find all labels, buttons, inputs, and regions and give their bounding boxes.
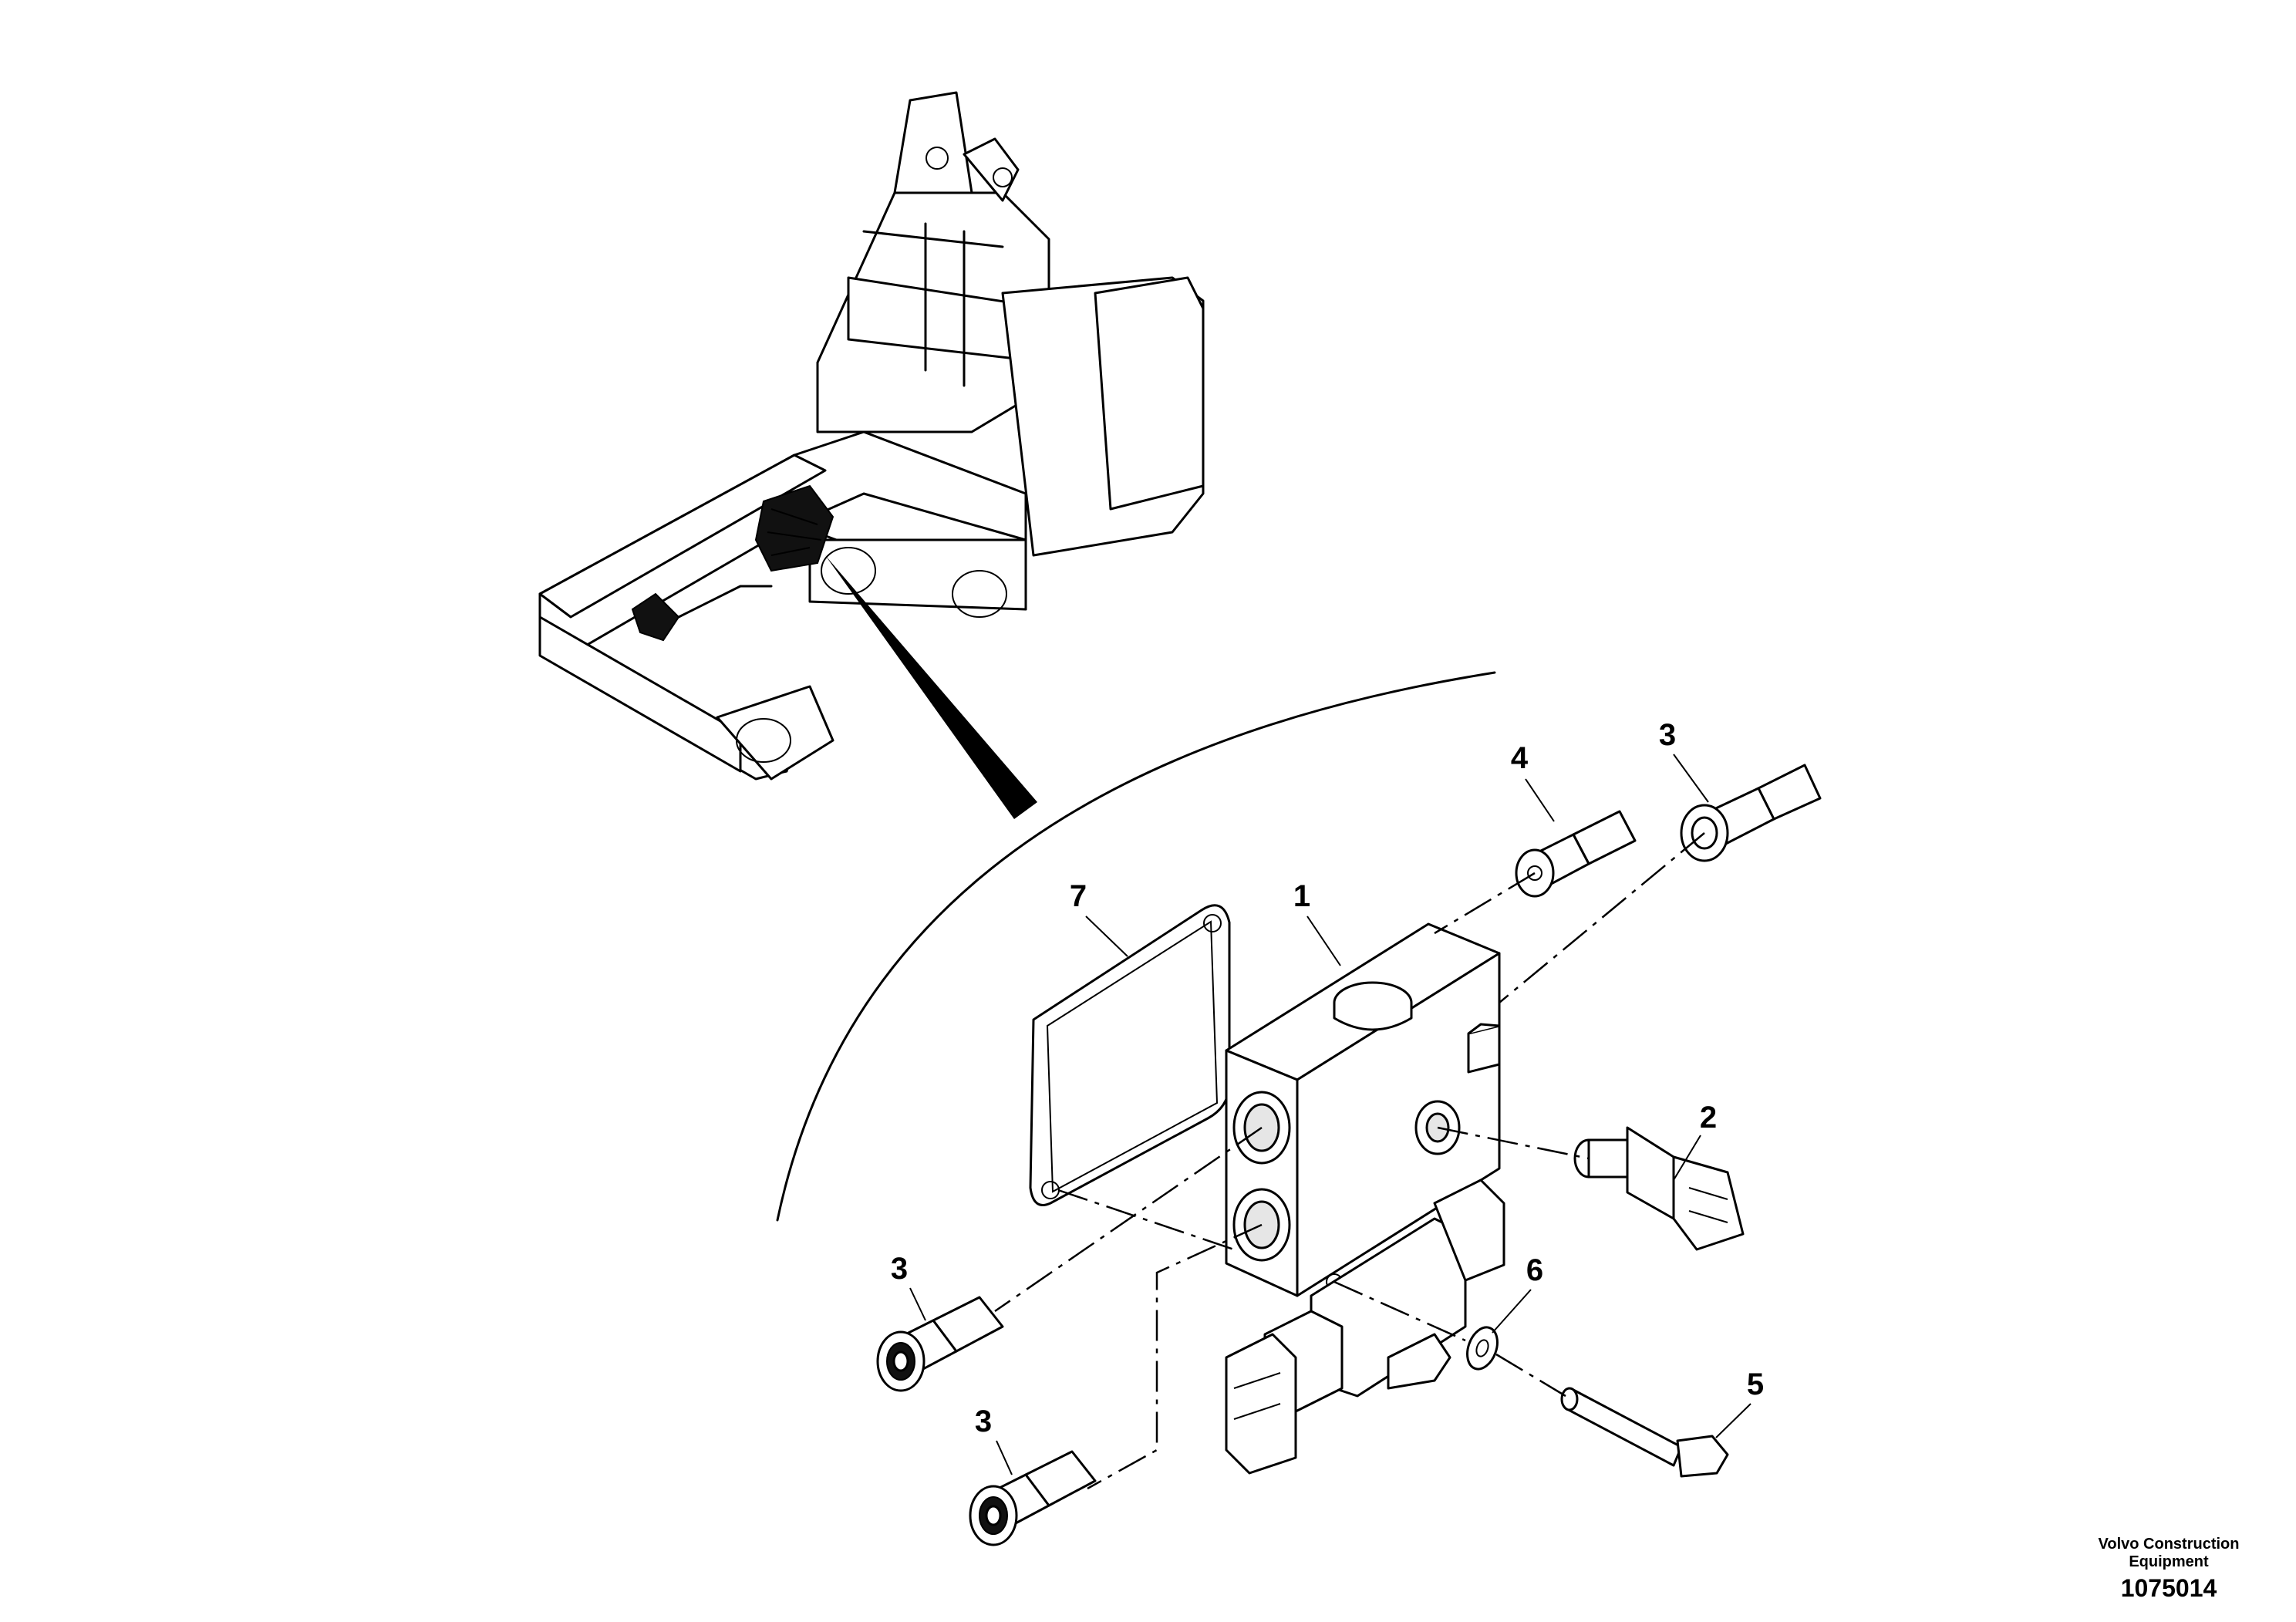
callout-3-upper: 3: [1659, 718, 1676, 752]
gasket-plate: [1029, 904, 1231, 1206]
fitting-3-bottom: [969, 1450, 1097, 1546]
callout-labels: 1 7 4 3 2 3 6 5 3: [891, 718, 1764, 1438]
bolt-5: [1560, 1387, 1729, 1478]
callout-2: 2: [1700, 1101, 1717, 1135]
drawing-number: 1075014: [2120, 1574, 2217, 1602]
machine-frame-overview: [538, 91, 1205, 819]
pressure-sensor-2: [1573, 1126, 1745, 1251]
valve-block: [1225, 922, 1505, 1475]
fitting-3-left: [876, 1296, 1004, 1392]
brand-name-line1: Volvo Construction: [2098, 1536, 2240, 1553]
fitting-3-upper: [1680, 764, 1822, 862]
callout-3-left: 3: [891, 1252, 908, 1286]
detail-boundary-arc: [776, 671, 1496, 1222]
callout-7: 7: [1070, 879, 1087, 913]
callout-3-bottom: 3: [975, 1404, 992, 1438]
leader-lines: [909, 754, 1752, 1475]
brand-name-line2: Equipment: [2129, 1553, 2209, 1570]
assembly-lines: [994, 832, 1705, 1490]
callout-6: 6: [1526, 1253, 1543, 1287]
washer-6: [1466, 1326, 1499, 1371]
callout-1: 1: [1293, 879, 1310, 913]
plug-fitting-4: [1515, 810, 1637, 898]
detail-pointer: [825, 555, 1037, 819]
valve-assembly-location: [754, 484, 834, 572]
callout-5: 5: [1747, 1367, 1764, 1401]
callout-4: 4: [1511, 741, 1529, 775]
